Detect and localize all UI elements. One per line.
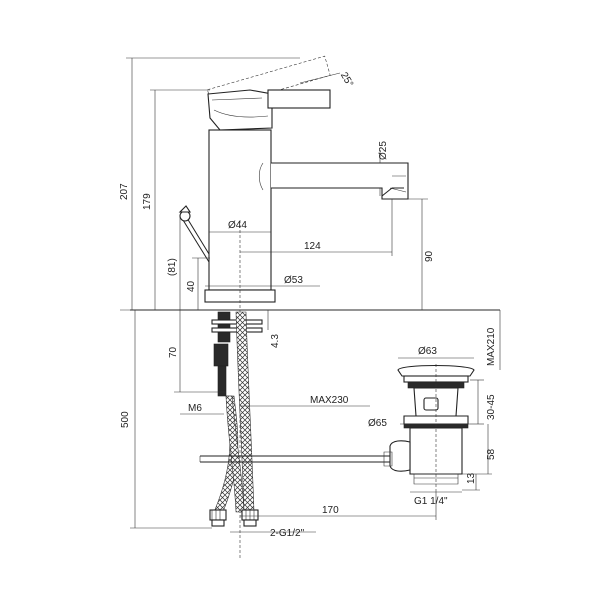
label-h3045: 30-45 — [486, 394, 497, 420]
label-w124: 124 — [304, 241, 321, 252]
hose-fitting-left — [209, 509, 227, 521]
label-angle: 25° — [338, 71, 355, 90]
spout — [271, 162, 409, 200]
label-d44: Ø44 — [228, 220, 247, 231]
label-h40: 40 — [186, 280, 197, 292]
under-counter-assembly — [199, 311, 390, 527]
label-m6: M6 — [188, 403, 202, 414]
label-d53: Ø53 — [284, 275, 303, 286]
label-h207: 207 — [119, 183, 130, 200]
lever-arm — [267, 89, 331, 109]
label-h13: 13 — [466, 472, 477, 484]
label-g12: 2-G1/2" — [270, 528, 305, 539]
label-h81: (81) — [167, 258, 178, 276]
label-g114: G1 1/4" — [414, 496, 448, 507]
dimension-lines — [126, 57, 501, 533]
label-max210: MAX210 — [486, 327, 497, 366]
faucet-assembly — [120, 55, 500, 560]
label-max230: MAX230 — [310, 395, 349, 406]
label-h179: 179 — [142, 193, 153, 210]
lever-handle — [207, 89, 273, 131]
label-d65: Ø65 — [368, 418, 387, 429]
popup-drain — [383, 364, 475, 490]
label-w170: 170 — [322, 505, 339, 516]
label-h70: 70 — [168, 346, 179, 358]
label-d25: Ø25 — [378, 141, 389, 160]
threaded-shank — [217, 311, 231, 343]
label-h500: 500 — [120, 411, 131, 428]
label-h58: 58 — [486, 448, 497, 460]
popup-rod — [178, 205, 210, 263]
label-h43: 4.3 — [270, 334, 281, 348]
label-d63: Ø63 — [418, 346, 437, 357]
label-h90: 90 — [424, 250, 435, 262]
